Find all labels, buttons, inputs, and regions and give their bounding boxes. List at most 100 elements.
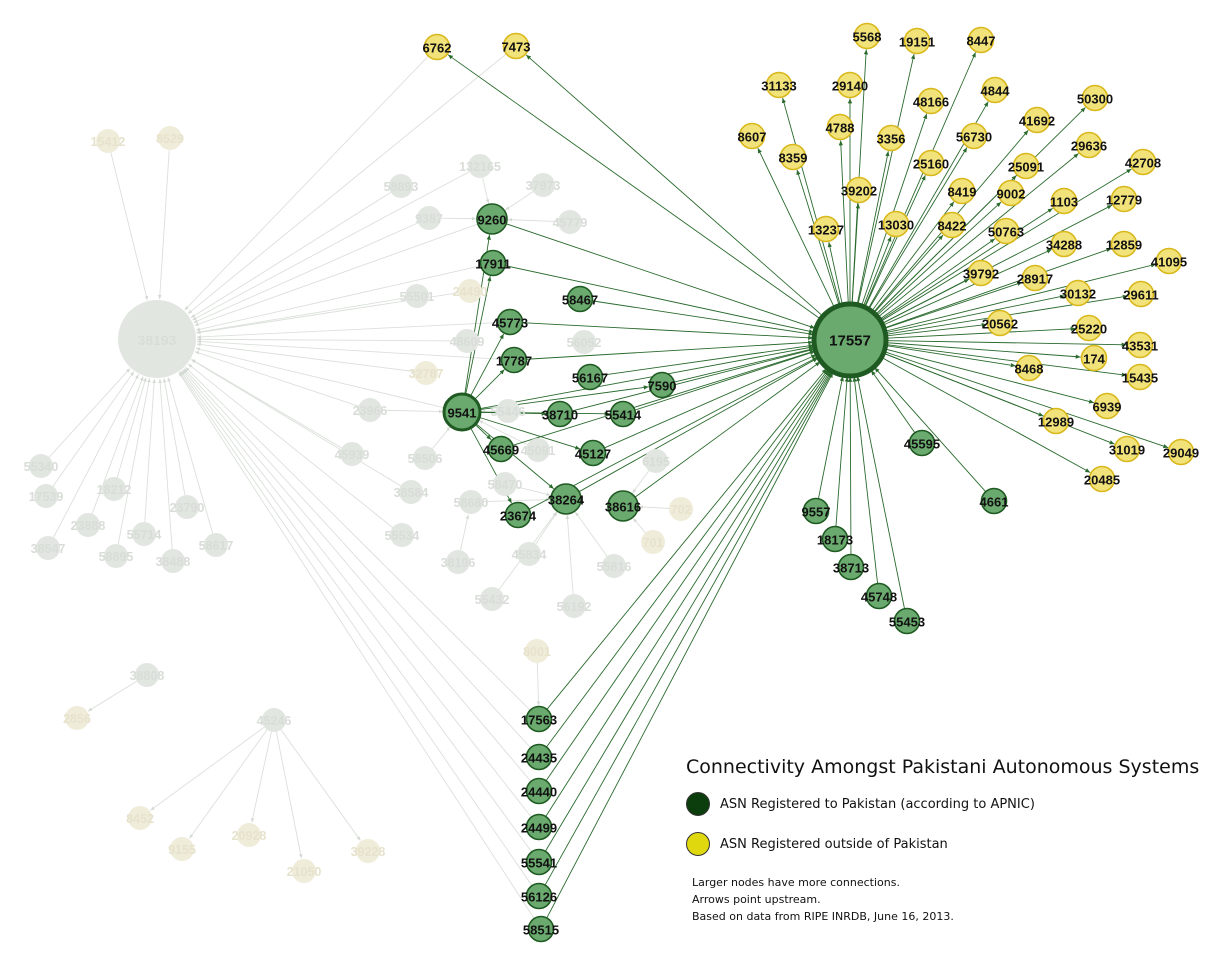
node-label-38713: 38713 [833, 561, 869, 576]
faded-edge-58470-38264 [516, 486, 551, 496]
node-13030: 13030 [878, 210, 914, 238]
node-circle-4844 [981, 76, 1009, 104]
legend-note-arrows: Arrows point upstream. [692, 893, 821, 906]
node-label-132165: 132165 [459, 160, 501, 174]
node-label-12989: 12989 [1038, 415, 1074, 430]
edge-24499-17557 [545, 370, 831, 817]
node-label-6939: 6939 [1093, 400, 1122, 415]
node-circle-32787 [414, 361, 438, 385]
node-circle-38196 [446, 550, 470, 574]
node-6762: 6762 [423, 33, 451, 61]
node-label-43531: 43531 [1122, 339, 1158, 354]
node-13237: 13237 [808, 215, 844, 243]
node-8419: 8419 [948, 177, 976, 205]
node-label-8529: 8529 [156, 132, 184, 146]
node-6939: 6939 [1093, 392, 1122, 420]
node-circle-45773 [496, 308, 524, 336]
edge-17557-6939 [884, 348, 1095, 404]
faded-edge-132165-38193 [192, 171, 470, 321]
node-label-7590: 7590 [648, 379, 677, 394]
node-label-55414: 55414 [605, 408, 642, 423]
node-39202: 39202 [841, 176, 877, 204]
node-label-12859: 12859 [1106, 238, 1142, 253]
node-23888: 23888 [71, 513, 105, 537]
node-circle-15435 [1126, 363, 1154, 391]
node-label-45595: 45595 [904, 437, 940, 452]
edge-4661-17557 [874, 367, 987, 492]
node-circle-38713 [837, 553, 865, 581]
node-1103: 1103 [1050, 187, 1078, 215]
edge-17557-30132 [885, 294, 1065, 334]
edge-17557-20562 [885, 322, 987, 337]
node-label-24435: 24435 [521, 751, 557, 766]
node-24440: 24440 [521, 777, 557, 805]
node-label-39792: 39792 [963, 267, 999, 282]
node-label-50763: 50763 [988, 225, 1024, 240]
node-circle-45939 [340, 442, 364, 466]
edge-17557-25220 [885, 326, 1076, 339]
node-7473: 7473 [502, 32, 530, 60]
node-label-55340: 55340 [24, 460, 59, 474]
node-circle-15412 [96, 129, 120, 153]
node-circle-18212 [102, 477, 126, 501]
node-48609: 48609 [450, 329, 484, 353]
legend-note-source: Based on data from RIPE INRDB, June 16, … [692, 910, 954, 923]
node-circle-23888 [76, 513, 100, 537]
edge-17557-34288 [882, 249, 1052, 326]
node-label-58515: 58515 [523, 923, 559, 938]
edge-17557-8607 [757, 147, 835, 308]
node-38547: 38547 [31, 536, 65, 560]
node-circle-58617 [204, 533, 228, 557]
node-circle-56126 [525, 882, 553, 910]
node-label-34288: 34288 [1046, 238, 1082, 253]
edge-17557-3356 [856, 151, 890, 305]
node-label-3356: 3356 [877, 132, 906, 147]
node-29611: 29611 [1123, 280, 1159, 308]
node-circle-56730 [960, 122, 988, 150]
node-circle-42708 [1129, 148, 1157, 176]
node-label-4844: 4844 [981, 84, 1011, 99]
edge-17557-31019 [883, 352, 1115, 445]
node-label-23674: 23674 [500, 509, 537, 524]
faded-edge-45246-9155 [189, 729, 268, 839]
node-circle-12989 [1042, 407, 1070, 435]
node-circle-45834 [517, 542, 541, 566]
faded-edge-58893-38193 [190, 191, 392, 319]
node-label-55453: 55453 [889, 615, 925, 630]
node-label-18212: 18212 [97, 483, 132, 497]
node-label-55541: 55541 [521, 856, 557, 871]
node-label-24499: 24499 [521, 821, 557, 836]
faded-edge-9260-38193 [194, 223, 479, 326]
edge-56167-17557 [602, 343, 814, 376]
node-9260: 9260 [476, 203, 508, 235]
node-38713: 38713 [833, 553, 869, 581]
edge-17557-28917 [883, 281, 1023, 329]
node-31019: 31019 [1109, 435, 1145, 463]
node-circle-50763 [992, 217, 1020, 245]
faded-edge-9387-38193 [193, 222, 419, 324]
node-circle-45669 [487, 435, 515, 463]
node-29140: 29140 [832, 71, 868, 99]
edge-18173-17557 [835, 376, 850, 527]
legend: Connectivity Amongst Pakistani Autonomou… [686, 756, 1216, 925]
node-25220: 25220 [1071, 314, 1107, 342]
node-25091: 25091 [1008, 152, 1044, 180]
node-circle-8607 [738, 122, 766, 150]
node-56730: 56730 [956, 122, 992, 150]
node-circle-4661 [980, 487, 1008, 515]
node-label-38808: 38808 [130, 669, 165, 683]
node-34288: 34288 [1046, 230, 1082, 258]
node-circle-24435 [525, 743, 553, 771]
edge-17557-41095 [884, 263, 1157, 332]
node-38616: 38616 [605, 490, 641, 522]
node-label-13030: 13030 [878, 218, 914, 233]
faded-edge-45939-38193 [191, 358, 342, 449]
node-label-18173: 18173 [817, 533, 853, 548]
edge-17787-17557 [526, 340, 814, 360]
node-32787: 32787 [409, 361, 443, 385]
node-label-31019: 31019 [1109, 443, 1145, 458]
node-39792: 39792 [963, 259, 999, 287]
faded-edge-17563-38193 [185, 366, 531, 711]
node-55541: 55541 [521, 848, 557, 876]
node-circle-38710 [546, 400, 574, 428]
